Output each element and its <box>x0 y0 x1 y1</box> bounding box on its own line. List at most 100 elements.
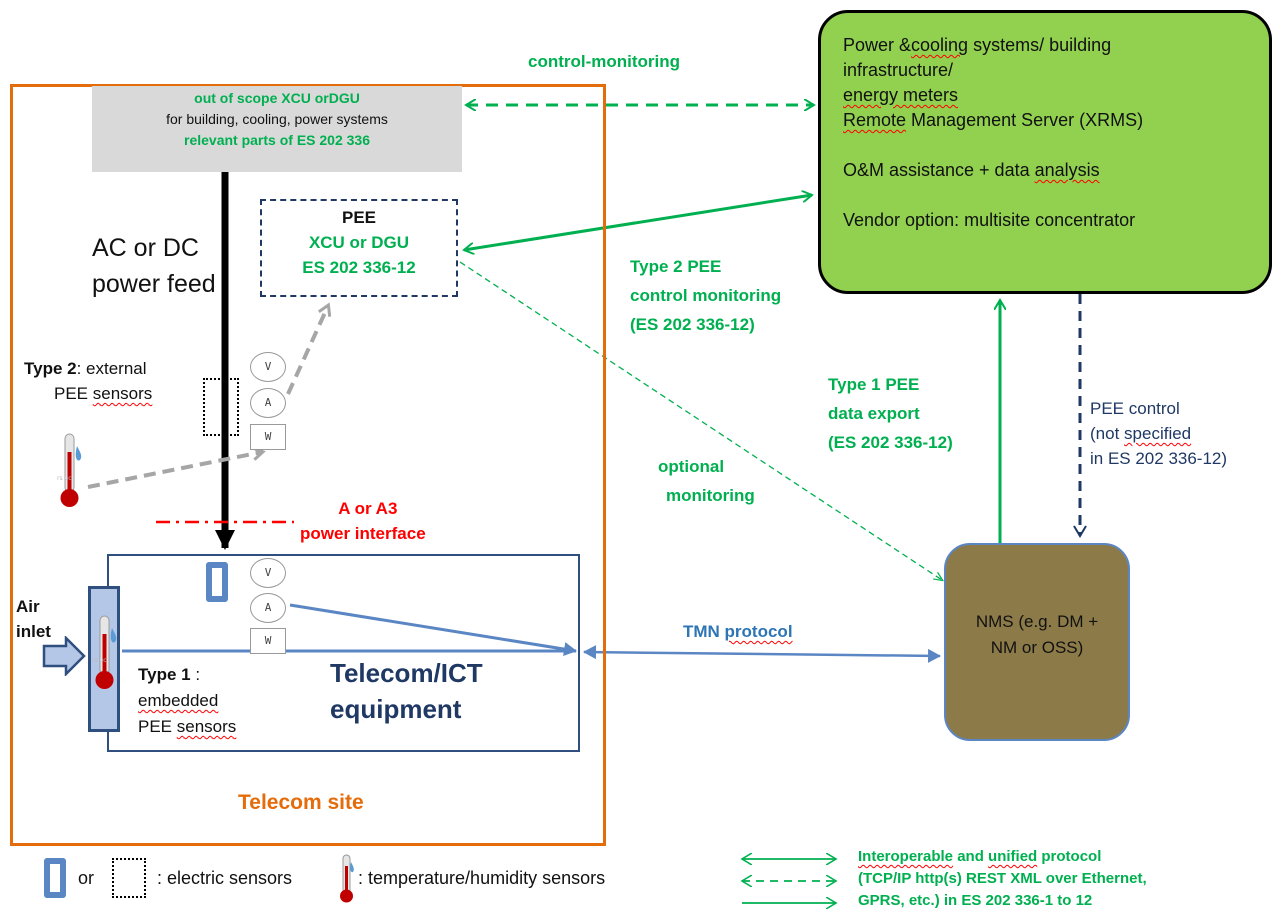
type2-rest: : external <box>76 359 147 378</box>
pee-control-line-2b: specified <box>1124 424 1192 443</box>
remote-line-1b: cooling <box>911 35 969 55</box>
type2-sensor-label: Type 2: external PEE sensors <box>24 356 152 406</box>
type1-pee-line-1: Type 1 PEE <box>828 375 920 394</box>
watt-sensor-icon: W <box>250 424 286 450</box>
telecom-site-label: Telecom site <box>238 791 364 814</box>
legend-electric-text: : electric sensors <box>157 868 293 888</box>
type2-pee-label: Type 2 PEE control monitoring (ES 202 33… <box>630 252 781 339</box>
pee-title: PEE <box>341 208 377 227</box>
watt-sensor-icon-embedded: W <box>250 628 286 654</box>
type1-solid-sensor-icon <box>206 562 228 602</box>
remote-line-4: Remote Management Server (XRMS) <box>843 108 1247 133</box>
type2-line2b: sensors <box>92 384 153 403</box>
type1-bold: Type 1 <box>138 665 191 684</box>
legend-solid-sensor-icon <box>44 858 66 898</box>
power-interface-line-1: A or A3 <box>338 499 398 518</box>
air-inlet-label: Air inlet <box>16 594 51 644</box>
pee-control-line-1: PEE control <box>1090 399 1180 418</box>
sensor-to-pee-link <box>286 306 328 395</box>
nms-line-2: NM or OSS) <box>990 638 1084 657</box>
thermometer-label: rs uc <box>57 475 72 482</box>
type1-rest: : <box>190 665 201 684</box>
nms-box: NMS (e.g. DM + NM or OSS) <box>944 543 1130 741</box>
legend-protocol-3: GPRS, etc.) in ES 202 336-1 to 12 <box>858 892 1093 909</box>
type1-pee-line-3: (ES 202 336-12) <box>828 433 953 452</box>
type1-sensor-label: Type 1 : embedded PEE sensors <box>138 662 236 740</box>
type2-pee-line-3: (ES 202 336-12) <box>630 315 755 334</box>
legend-or-text: or <box>78 868 95 888</box>
type1-line-3b: sensors <box>176 717 237 736</box>
power-interface-line-2: power interface <box>300 524 426 543</box>
type1-pee-label: Type 1 PEE data export (ES 202 336-12) <box>828 370 953 457</box>
air-inlet-line-1: Air <box>16 597 40 616</box>
equipment-label: Telecom/ICT equipment <box>330 655 483 727</box>
air-inlet-arrow-icon <box>42 636 86 676</box>
legend-temperature-text: : temperature/humidity sensors <box>358 868 606 888</box>
sensor-to-equipment-line <box>289 603 577 657</box>
optional-monitoring-label: optional monitoring <box>658 452 755 510</box>
legend-arrows <box>736 852 846 912</box>
ampere-sensor-icon: A <box>250 388 286 418</box>
equipment-line-1: Telecom/ICT <box>330 658 483 688</box>
remote-line-2: infrastructure/ <box>843 60 954 80</box>
thermometer-label-embedded: rs uc <box>92 657 107 664</box>
thermometer-to-sensor-link <box>87 452 262 489</box>
remote-line-1: Power &cooling systems/ building <box>843 33 1247 58</box>
control-monitoring-label: control-monitoring <box>528 52 681 71</box>
ampere-sensor-icon-embedded: A <box>250 593 286 623</box>
air-inlet-line-2: inlet <box>16 622 51 641</box>
legend-dotted-sensor-icon <box>112 858 146 898</box>
optional-line-1: optional <box>658 457 725 476</box>
legend-protocol-2: (TCP/IP http(s) REST XML over Ethernet, <box>858 870 1147 887</box>
pee-control-line-2a: (not <box>1090 424 1125 443</box>
nms-line-1: NMS (e.g. DM + <box>975 612 1099 631</box>
remote-line-3: energy meters <box>843 85 959 105</box>
voltage-sensor-icon-embedded: V <box>250 558 286 588</box>
pee-box: PEE XCU or DGU ES 202 336-12 <box>260 199 458 297</box>
power-feed-label: AC or DC power feed <box>92 230 216 302</box>
remote-line-5b: analysis <box>1034 160 1100 180</box>
type1-line-3a: PEE <box>138 717 177 736</box>
remote-line-1a: Power & <box>843 35 912 55</box>
tmn-a: TMN <box>683 622 725 641</box>
legend-thermometer-icon <box>340 854 354 903</box>
voltage-sensor-icon: V <box>250 352 286 382</box>
pee-line-2: XCU or DGU <box>308 233 410 252</box>
remote-line-5: O&M assistance + data analysis <box>843 158 1247 183</box>
power-interface-label: A or A3 power interface <box>300 496 426 546</box>
pee-control-line-3: in ES 202 336-12) <box>1090 449 1228 468</box>
scope-line-3: relevant parts of ES 202 336 <box>184 132 370 148</box>
type2-pee-line-2: control monitoring <box>630 286 782 305</box>
scope-line-2: for building, cooling, power systems <box>166 111 388 127</box>
remote-line-5a: O&M assistance + data <box>843 160 1035 180</box>
optional-monitoring-link <box>459 261 942 580</box>
tmn-b: protocol <box>724 622 793 641</box>
legend-protocol-1b: and <box>953 848 989 865</box>
out-of-scope-box: out of scope XCU orDGU for building, coo… <box>92 86 462 172</box>
legend-protocol-1a: Interoperable <box>858 848 954 865</box>
thermometer-icon: rs uc <box>57 433 82 507</box>
remote-management-box: Power &cooling systems/ building infrast… <box>818 10 1272 294</box>
pee-control-label: PEE control (not specified in ES 202 336… <box>1090 396 1227 471</box>
type2-bold: Type 2 <box>24 359 77 378</box>
equipment-line-2: equipment <box>330 694 462 724</box>
type2-pee-link <box>464 195 812 250</box>
remote-line-4b: Management Server (XRMS) <box>906 110 1144 130</box>
remote-line-1c: systems/ building <box>968 35 1112 55</box>
legend-protocol-text: Interoperable and unified protocol (TCP/… <box>858 846 1147 912</box>
type2-dotted-sensor-icon <box>203 378 239 436</box>
remote-line-4a: Remote <box>843 110 907 130</box>
tmn-protocol-label: TMN protocol <box>683 622 793 642</box>
power-feed-line-1: AC or DC <box>92 234 199 262</box>
type2-pee-line-1: Type 2 PEE <box>630 257 722 276</box>
tmn-protocol-link <box>583 645 941 663</box>
thermometer-icon-embedded: rs uc <box>92 615 117 689</box>
type2-line2a: PEE <box>54 384 93 403</box>
telecom-site-box <box>10 84 606 846</box>
power-feed-line-2: power feed <box>92 270 216 298</box>
legend-protocol-1c: unified <box>988 848 1038 865</box>
scope-line-1: out of scope XCU orDGU <box>194 90 360 106</box>
remote-line-6: Vendor option: multisite concentrator <box>843 210 1136 230</box>
